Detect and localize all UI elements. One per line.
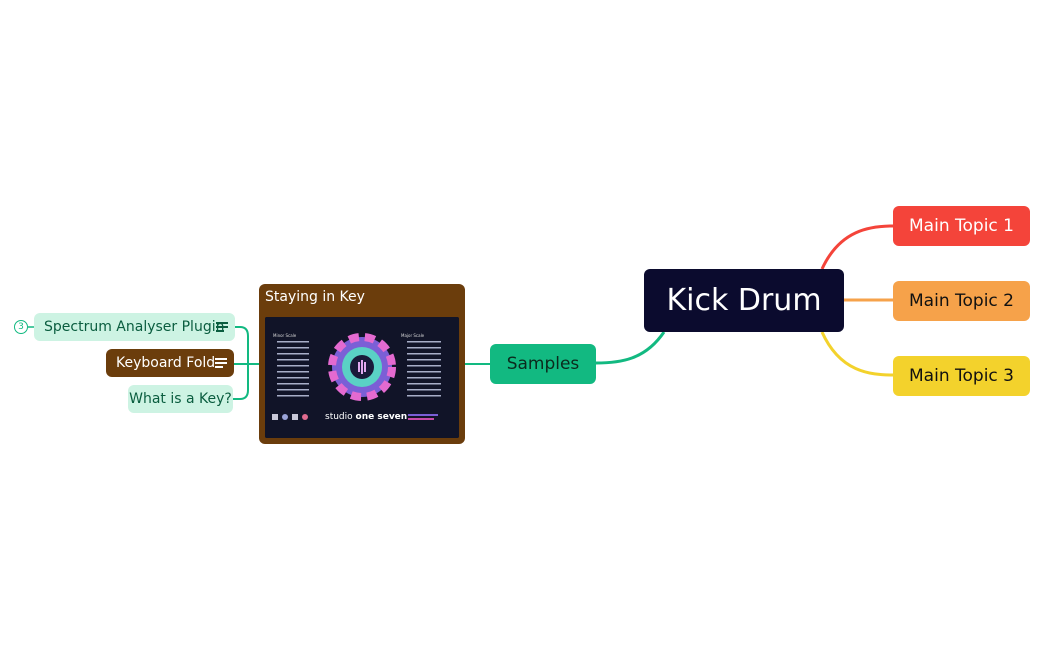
circle-of-fifths-wheel	[328, 333, 396, 401]
card-image: Minor Scale Major Scale studio one seven	[265, 317, 459, 438]
connector-topic3	[820, 331, 894, 377]
central-topic[interactable]: Kick Drum	[644, 269, 844, 332]
left-heading: Minor Scale	[273, 333, 297, 338]
footer-logos	[272, 414, 308, 420]
main-topic-3[interactable]: Main Topic 3	[893, 356, 1030, 396]
right-heading: Major Scale	[401, 333, 425, 338]
main-topic-2[interactable]: Main Topic 2	[893, 281, 1030, 321]
connector-spectrum	[235, 326, 259, 365]
main-topic-1[interactable]: Main Topic 1	[893, 206, 1030, 246]
what-is-a-key-topic[interactable]: What is a Key?	[128, 385, 233, 413]
what-key-label: What is a Key?	[129, 391, 232, 407]
brand-prefix: studio	[325, 412, 353, 422]
staying-in-key-card[interactable]: Staying in Key	[259, 284, 465, 444]
studio-brand: studio one seven	[325, 412, 407, 422]
left-scale-rows	[277, 341, 309, 397]
keyboard-label: Keyboard Fold	[116, 355, 216, 371]
connector-samples	[595, 331, 666, 365]
card-title: Staying in Key	[265, 289, 365, 305]
spectrum-label: Spectrum Analyser Plugin	[44, 319, 225, 335]
connector-topic1	[820, 224, 894, 270]
connector-whatkey	[233, 364, 249, 400]
notes-icon[interactable]	[216, 322, 228, 332]
spectrum-analyser-topic[interactable]: Spectrum Analyser Plugin	[34, 313, 235, 341]
collapsed-count-badge[interactable]: 3	[14, 320, 28, 334]
brand-suffix: one seven	[355, 412, 408, 422]
right-scale-rows	[407, 341, 441, 397]
keyboard-fold-topic[interactable]: Keyboard Fold	[106, 349, 234, 377]
scale-chart-image	[265, 317, 459, 438]
notes-icon[interactable]	[215, 358, 227, 368]
samples-topic[interactable]: Samples	[490, 344, 596, 384]
